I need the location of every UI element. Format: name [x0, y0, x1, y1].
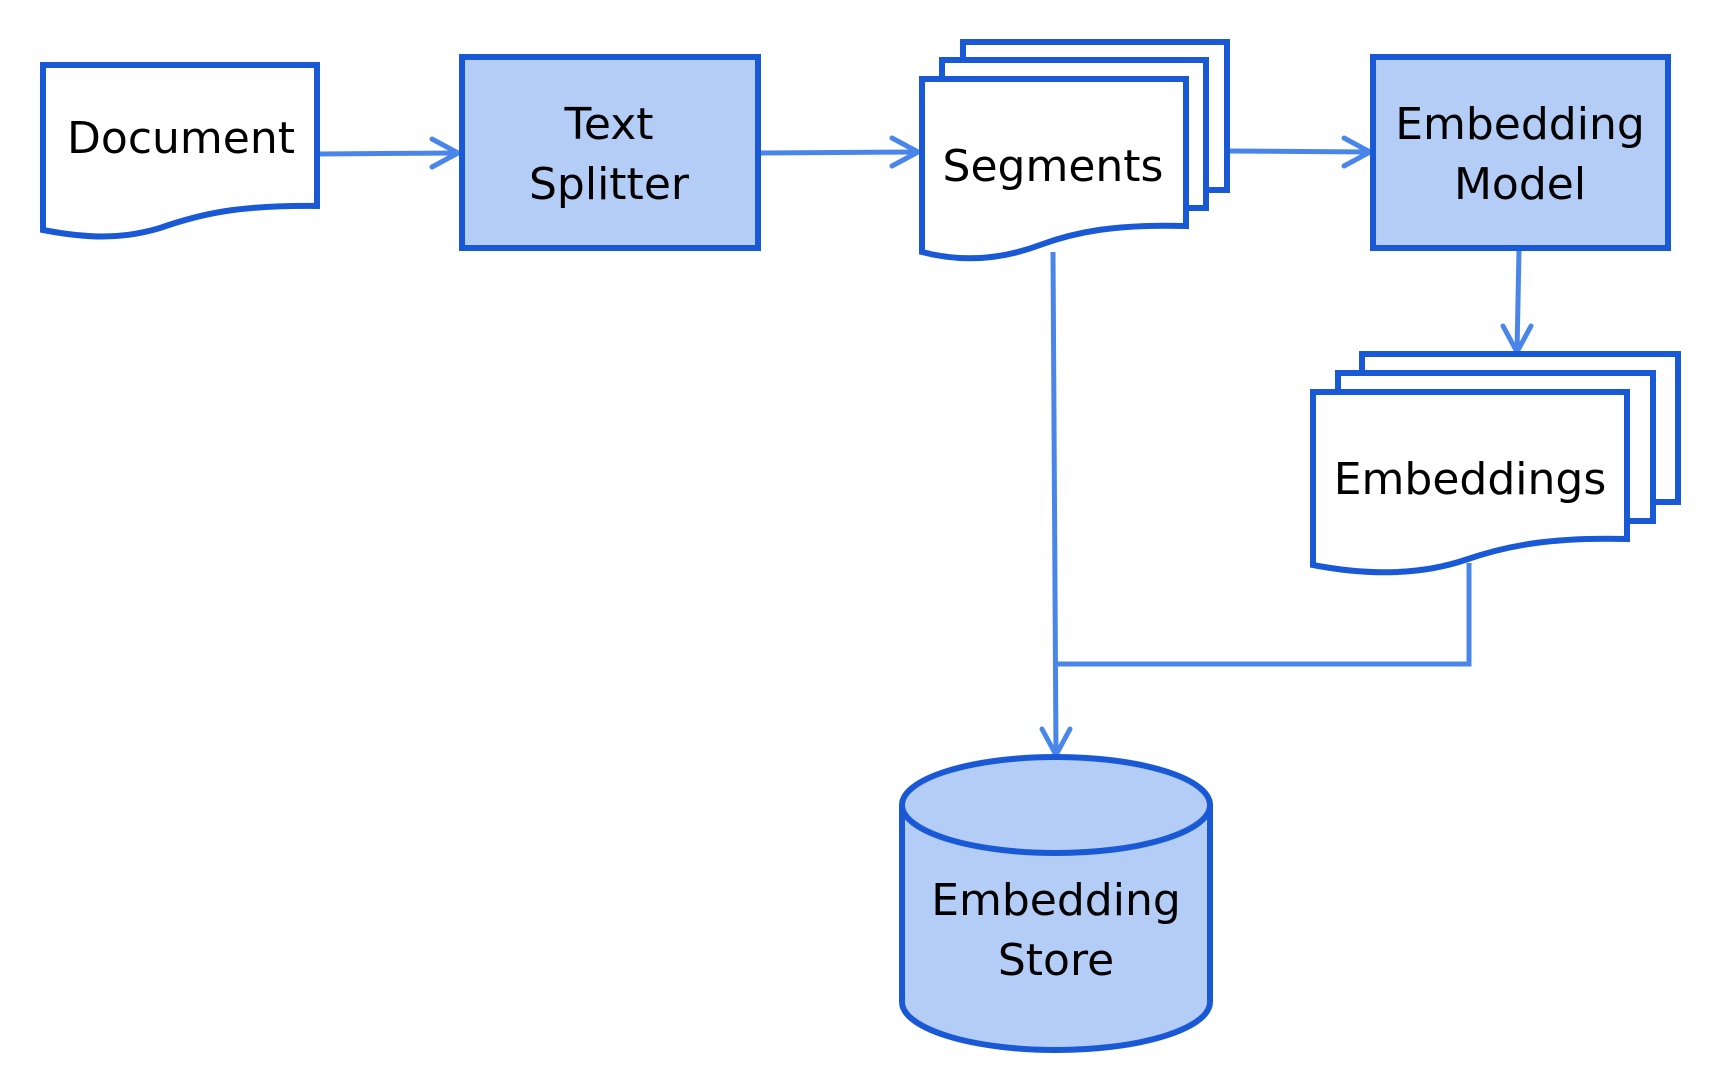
edge-embeddings-to-embedding-store [1055, 563, 1472, 667]
edge-embedding-model-to-embeddings [1500, 249, 1534, 355]
edge-document-to-text-splitter [317, 136, 461, 170]
text-splitter-box [459, 54, 761, 251]
node-embedding-store: Embedding Store [899, 754, 1213, 1053]
segments-label: Segments [943, 141, 1164, 192]
embedding-store-top-rim [899, 804, 1213, 856]
embeddings-label: Embeddings [1334, 454, 1607, 505]
document-label: Document [67, 113, 295, 164]
node-segments: Segments [919, 39, 1230, 262]
embedding-store-body [899, 754, 1213, 1053]
embedding-model-label-line2: Model [1454, 159, 1586, 210]
text-splitter-label-line2: Splitter [529, 159, 690, 210]
node-document: Document [40, 62, 320, 240]
edge-text-splitter-to-segments [757, 135, 921, 169]
embedding-model-box [1370, 54, 1671, 251]
node-embeddings: Embeddings [1310, 351, 1681, 576]
embedding-store-label-line1: Embedding [931, 875, 1181, 926]
node-embedding-model: Embedding Model [1370, 54, 1671, 251]
edge-segments-to-embedding-store [1039, 251, 1073, 758]
text-splitter-label-line1: Text [564, 99, 654, 150]
embeddings-front-page [1310, 389, 1630, 576]
node-text-splitter: Text Splitter [459, 54, 761, 251]
embedding-store-label-line2: Store [998, 935, 1114, 986]
embedding-model-label-line1: Embedding [1395, 99, 1645, 150]
segments-front-page [919, 76, 1189, 262]
edge-segments-to-embedding-model [1226, 135, 1373, 169]
document-shape [40, 62, 320, 240]
